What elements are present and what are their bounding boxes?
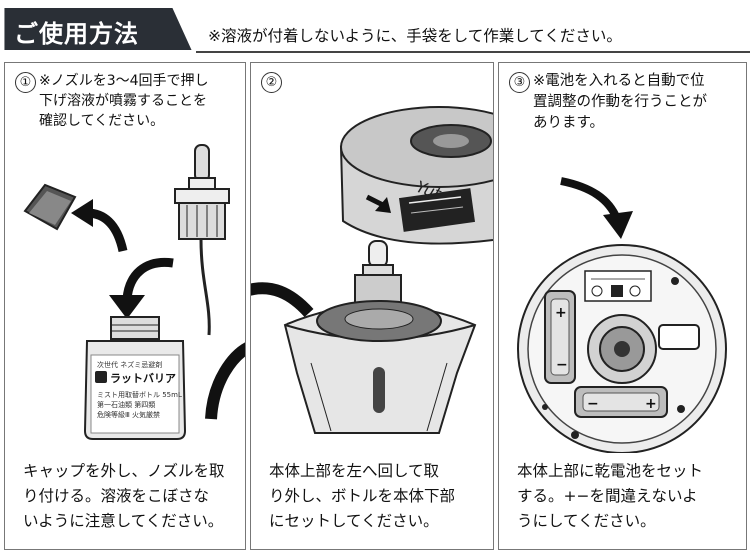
refill-bottle-illustration: 次世代 ネズミ忌避剤 ラットバリア ミスト用取替ボトル 55mL 第一石油類 第… bbox=[83, 316, 187, 440]
device-top-unit-illustration: Yutaka bbox=[339, 106, 493, 245]
step-2-panel: ② Yutaka bbox=[250, 62, 494, 550]
step-1-note: ※ノズルを3〜4回手で押し 下げ溶液が噴霧することを 確認してください。 bbox=[39, 73, 209, 129]
svg-text:+: + bbox=[645, 396, 657, 412]
svg-text:−: − bbox=[587, 396, 599, 412]
remove-cap-arrowhead bbox=[71, 199, 93, 227]
svg-text:−: − bbox=[556, 357, 568, 373]
nozzle-illustration bbox=[174, 144, 230, 336]
step-3-number: ③ bbox=[509, 72, 530, 93]
step-3-note: ※電池を入れると自動で位 置調整の作動を行うことが あります。 bbox=[533, 73, 707, 131]
step-3-caption: 本体上部に乾電池をセット する。+−を間違えないよ うにしてください。 bbox=[517, 462, 704, 530]
svg-text:+: + bbox=[555, 305, 567, 321]
attach-nozzle-arrowhead bbox=[109, 295, 145, 319]
step-3-illustration: + − − + bbox=[517, 177, 727, 453]
device-base-illustration bbox=[283, 240, 477, 434]
step-1-illustration: 次世代 ネズミ忌避剤 ラットバリア ミスト用取替ボトル 55mL 第一石油類 第… bbox=[23, 144, 245, 440]
insert-battery-arrowhead bbox=[603, 211, 633, 239]
bottle-cap-illustration bbox=[23, 183, 77, 231]
step-2-illustration: Yutaka bbox=[251, 106, 493, 434]
device-underside-illustration: + − − + bbox=[517, 244, 727, 453]
page-header: ご使用方法 ※溶液が付着しないように、手袋をして作業してください。 bbox=[0, 0, 750, 53]
bottle-brand: ラットバリア bbox=[110, 372, 176, 385]
step-1-number: ① bbox=[15, 72, 36, 93]
step-2-caption: 本体上部を左へ回して取 り外し、ボトルを本体下部 にセットしてください。 bbox=[269, 462, 456, 530]
glove-notice: ※溶液が付着しないように、手袋をして作業してください。 bbox=[208, 27, 622, 45]
move-to-step-2-arrow bbox=[205, 342, 245, 420]
step-2-number: ② bbox=[261, 72, 282, 93]
header-divider bbox=[196, 51, 750, 53]
step-1-caption: キャップを外し、ノズルを取 り付ける。溶液をこぼさな いように注意してください。 bbox=[23, 462, 225, 530]
step-1-panel: ① ※ノズルを3〜4回手で押し 下げ溶液が噴霧することを 確認してください。 bbox=[4, 62, 246, 550]
page-title: ご使用方法 bbox=[14, 20, 139, 48]
attach-nozzle-arrow bbox=[122, 257, 174, 300]
title-bar bbox=[4, 8, 192, 50]
bottle-label-line1: 次世代 ネズミ忌避剤 bbox=[97, 360, 162, 369]
insert-battery-arrow bbox=[560, 177, 621, 221]
step-3-panel: ③ ※電池を入れると自動で位 置調整の作動を行うことが あります。 + − − … bbox=[498, 62, 747, 550]
bottle-label-line5: 危険等級Ⅲ 火気厳禁 bbox=[97, 410, 160, 419]
bottle-label-line3: ミスト用取替ボトル 55mL bbox=[97, 390, 182, 399]
bottle-label-line4: 第一石油類 第四類 bbox=[97, 400, 155, 409]
